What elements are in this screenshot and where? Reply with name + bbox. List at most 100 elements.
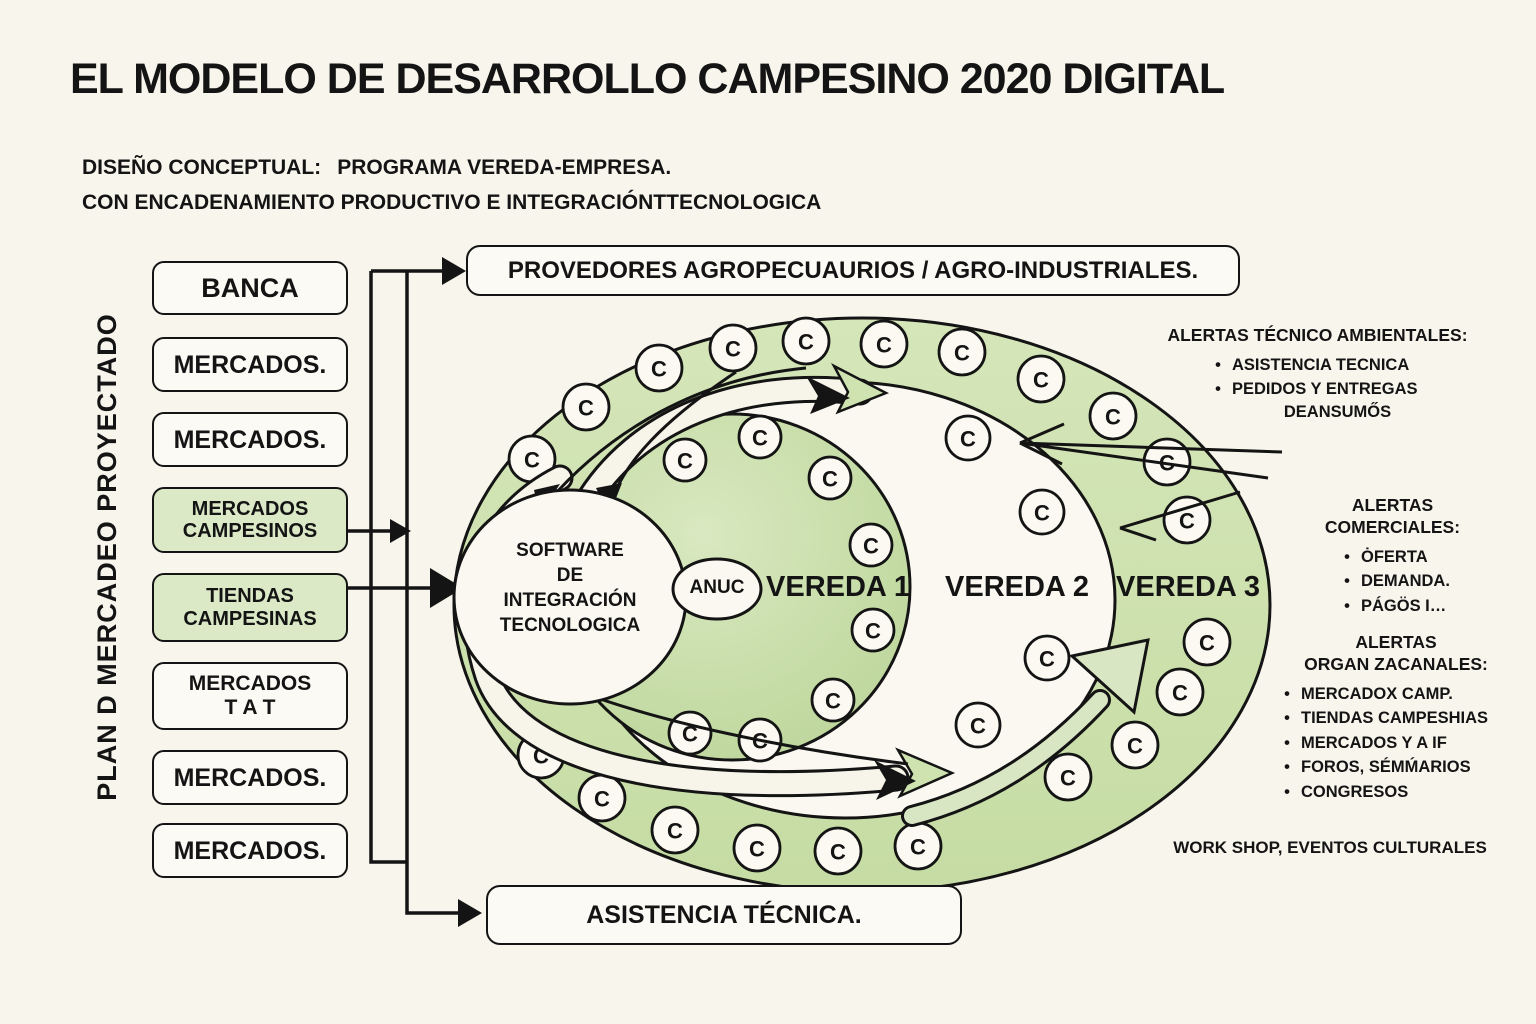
c-node-circle (1162, 495, 1212, 545)
plan-mercadeo-axis-label: PLAN D MERCADEO PROYECTADO (92, 313, 122, 801)
c-node-label: C (749, 837, 765, 862)
alert-item: CONGRESOS (1277, 780, 1527, 805)
c-node-circle (944, 414, 992, 462)
vereda1-label: VEREDA 1 (766, 571, 910, 603)
alert-item: FOROS, SÉMḾARIOS (1277, 755, 1527, 780)
box-mercados-2: MERCADOS. (152, 412, 348, 467)
alerts-organizacionales-heading: ALERTAS ORGAN ZACANALES: (1304, 632, 1488, 674)
alert-item: MERCADOS Y A IF (1277, 731, 1527, 756)
c-node-circle (781, 316, 831, 366)
band-top-black-arrowhead (806, 376, 850, 414)
box-tiendas-campesinas: TIENDAS CAMPESINAS (152, 573, 348, 642)
alerts-tecnico-footer: DEANSUMŐS (1283, 402, 1392, 421)
c-node-circle (737, 414, 783, 460)
c-node-circle (859, 319, 909, 369)
connector-lines (348, 269, 458, 915)
alerts-organizacionales-footer: WORK SHOP, EVENTOS CULTURALES (1173, 838, 1487, 857)
c-node-circle (708, 323, 758, 373)
alerts-tecnico-ambientales: ALERTAS TÉCNICO AMBIENTALES: ASISTENCIA … (1150, 325, 1485, 420)
page-title: EL MODELO DE DESARROLLO CAMPESINO 2020 D… (70, 55, 1225, 103)
c-node-label: C (1179, 509, 1195, 534)
c-node-circle (662, 437, 708, 483)
alerts-organizacionales: ALERTAS ORGAN ZACANALES: MERCADOX CAMP. … (1265, 632, 1527, 804)
c-node-label: C (830, 840, 846, 865)
c-node-label: C (863, 534, 879, 559)
c-node-label: C (822, 467, 838, 492)
arrowhead-mercados-campesinos (390, 519, 411, 543)
orbit-band-top (571, 363, 890, 519)
box-mercados-campesinos: MERCADOS CAMPESINOS (152, 487, 348, 553)
software-label: SOFTWARE DE INTEGRACIÓN TECNOLOGICA (499, 540, 641, 637)
box-asistencia-tecnica: ASISTENCIA TÉCNICA. (486, 885, 962, 945)
c-node-label: C (1033, 368, 1049, 393)
band-bottom-green-arrowhead (895, 747, 956, 799)
alerts-comerciales-heading: ALERTAS COMERCIALES: (1324, 495, 1461, 537)
c-node-label: C (1039, 647, 1055, 672)
c-node-circle (1023, 634, 1071, 682)
vereda2-c-nodes: C C C C (944, 414, 1071, 749)
c-node-label: C (960, 427, 976, 452)
box-mercados-tat: MERCADOS T A T (152, 662, 348, 730)
band-top-green-arrowhead (830, 363, 890, 415)
box-provedores: PROVEDORES AGROPECUAURIOS / AGRO-INDUSTR… (466, 245, 1240, 296)
c-node-circle (813, 826, 863, 876)
c-node-label: C (752, 426, 768, 451)
c-node-label: C (1034, 501, 1050, 526)
c-node-circle (561, 382, 611, 432)
subtitle-value: PROGRAMA VEREDA-EMPRESA. (337, 156, 672, 179)
c-node-label: C (677, 449, 693, 474)
c-node-circle (807, 455, 853, 501)
c-node-circle (850, 607, 896, 653)
c-node-circle (650, 805, 700, 855)
c-node-circle (1155, 667, 1205, 717)
vereda2-label: VEREDA 2 (945, 571, 1089, 603)
c-node-label: C (970, 714, 986, 739)
c-node-circle (954, 701, 1002, 749)
vereda3-open-arrow (901, 638, 1150, 827)
anuc-ellipse (671, 557, 763, 621)
c-node-label: C (725, 337, 741, 362)
box-mercados-1: MERCADOS. (152, 337, 348, 392)
page-subtitle: DISEÑO CONCEPTUAL:PROGRAMA VEREDA-EMPRES… (82, 150, 821, 220)
c-node-label: C (578, 396, 594, 421)
c-node-label: C (954, 341, 970, 366)
vereda3-label: VEREDA 3 (1116, 571, 1260, 603)
c-node-label: C (798, 330, 814, 355)
arrowhead-to-asistencia (458, 899, 482, 927)
c-node-circle (634, 343, 684, 393)
c-node-circle (732, 823, 782, 873)
alert-item: PEDIDOS Y ENTREGAS (1208, 377, 1485, 402)
c-node-label: C (594, 787, 610, 812)
subtitle-line1: DISEÑO CONCEPTUAL:PROGRAMA VEREDA-EMPRES… (82, 150, 821, 185)
alert-item: ASISTENCIA TECNICA (1208, 353, 1485, 378)
c-node-label: C (1105, 405, 1121, 430)
c-node-label: C (524, 448, 540, 473)
alerts-comerciales: ALERTAS COMERCIALES: ȮFERTA DEMANDA. PÁG… (1285, 495, 1500, 618)
c-node-label: C (682, 722, 698, 747)
c-node-label: C (825, 689, 841, 714)
outer-c-ring: C C C C C C C C C C C C C C C C C C C C C (507, 316, 1232, 876)
c-node-circle (937, 327, 987, 377)
c-node-label: C (651, 357, 667, 382)
subtitle-line2: CON ENCADENAMIENTO PRODUCTIVO E INTEGRAC… (82, 191, 822, 214)
connector-arrowheads (390, 257, 482, 927)
box-banca: BANCA (152, 261, 348, 315)
alerts-tecnico-heading: ALERTAS TÉCNICO AMBIENTALES: (1167, 325, 1468, 345)
c-node-circle (1018, 488, 1066, 536)
anuc-label: ANUC (689, 577, 745, 598)
band-bottom-black-arrowhead (874, 760, 916, 800)
alert-item: MERCADOX CAMP. (1277, 682, 1527, 707)
c-node-circle (1110, 720, 1160, 770)
alert-item: TIENDAS CAMPESHIAS (1277, 706, 1527, 731)
c-node-label: C (910, 835, 926, 860)
c-node-circle (848, 522, 894, 568)
alert-item: PÁGÖS I… (1337, 594, 1500, 619)
c-node-label: C (1172, 681, 1188, 706)
arrowhead-to-provedores (442, 257, 466, 285)
box-mercados-3: MERCADOS. (152, 750, 348, 805)
alert-item: DEMANDA. (1337, 569, 1500, 594)
lightning-arrow (1019, 422, 1283, 542)
c-node-label: C (1060, 766, 1076, 791)
c-node-circle (1088, 391, 1138, 441)
